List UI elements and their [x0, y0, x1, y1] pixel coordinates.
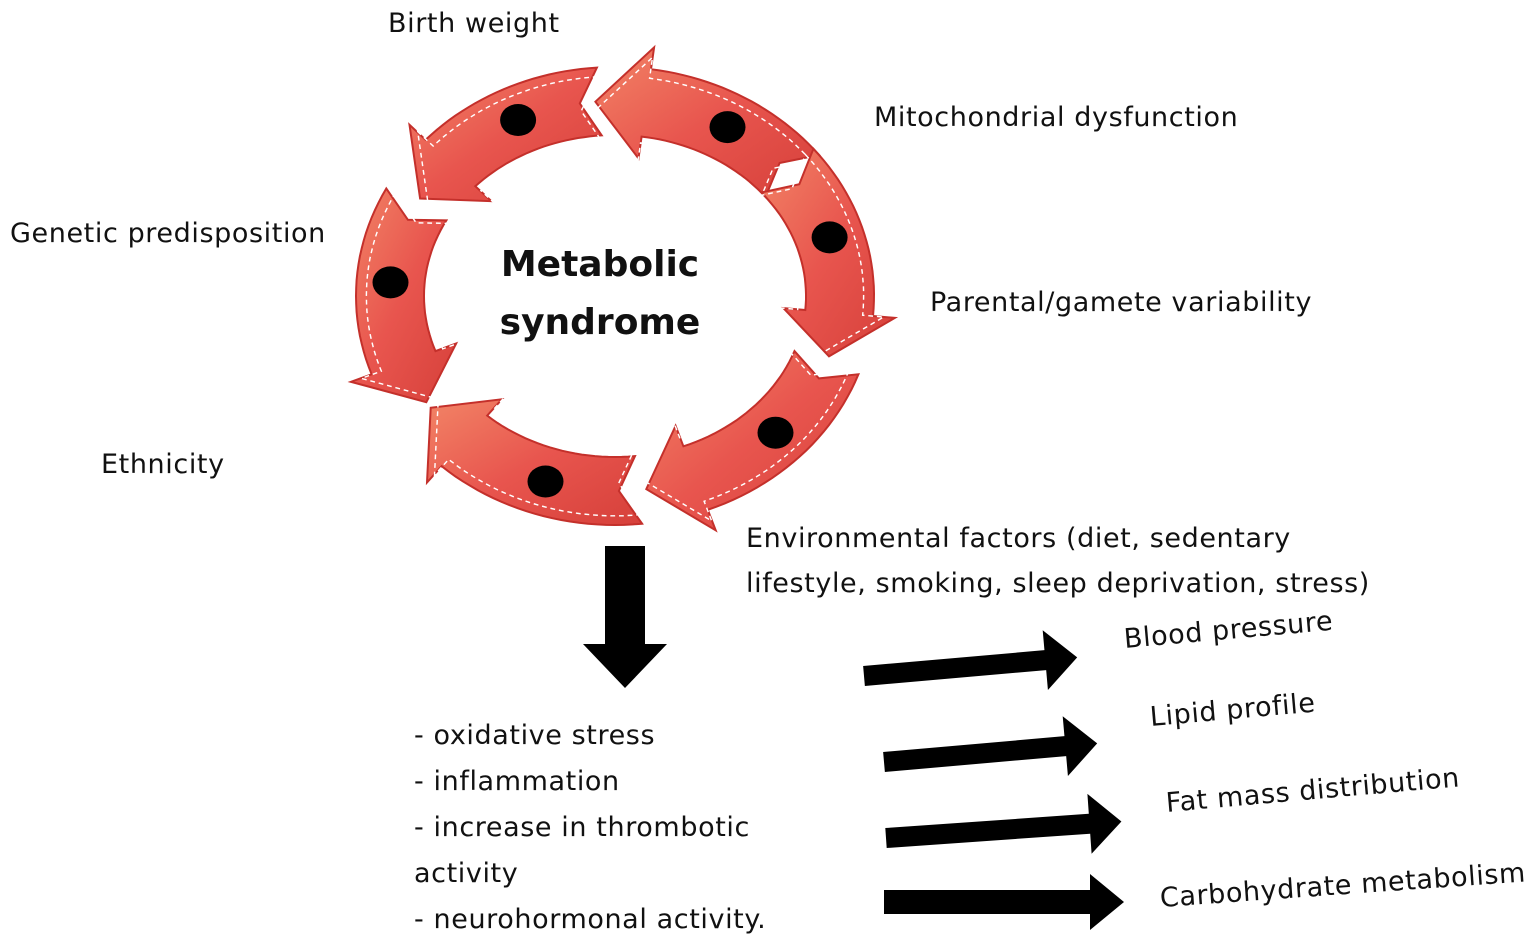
- cycle-arrow-environmental: [645, 349, 860, 533]
- label-parental: Parental/gamete variability: [930, 287, 1313, 318]
- consequence-item: - increase in thrombotic: [414, 812, 750, 843]
- outcome-arrow-3: [885, 793, 1122, 854]
- cycle-arrow-mitochondrial-stitch: [595, 55, 813, 203]
- label-environmental-line-2: lifestyle, smoking, sleep deprivation, s…: [746, 568, 1370, 599]
- label-birth-weight: Birth weight: [388, 8, 560, 39]
- cycle-arrow-birth-weight-stitch: [416, 75, 604, 206]
- consequence-item: activity: [414, 858, 519, 889]
- cycle-dots: [372, 104, 848, 498]
- cycle-arrow-environmental-stitch: [644, 347, 850, 523]
- cycle-arrow-parental-stitch: [754, 153, 887, 355]
- cycle-arrow-birth-weight: [408, 66, 604, 203]
- outcome-arrow-1: [863, 630, 1078, 691]
- consequences-list: - oxidative stress - inflammation - incr…: [414, 713, 766, 943]
- center-title-line-1: Metabolic: [500, 244, 700, 285]
- cycle-arrow-ethnicity-stitch: [433, 394, 643, 517]
- label-mitochondrial: Mitochondrial dysfunction: [874, 102, 1239, 133]
- consequence-item: - oxidative stress: [414, 720, 656, 751]
- cycle-dot: [372, 266, 409, 299]
- label-ethnicity: Ethnicity: [101, 449, 225, 480]
- consequence-item: - inflammation: [414, 766, 620, 797]
- label-genetic: Genetic predisposition: [10, 218, 326, 249]
- cycle-dot: [709, 111, 746, 144]
- outcome-arrow-4: [884, 874, 1124, 930]
- cycle-dot: [527, 465, 564, 498]
- cycle-dot: [811, 221, 848, 254]
- label-environmental: Environmental factors (diet, sedentary l…: [746, 516, 1370, 606]
- center-title: Metabolic syndrome: [470, 236, 730, 352]
- down-arrow: [583, 546, 667, 688]
- cycle-dot: [757, 416, 794, 449]
- cycle-arrow-genetic: [347, 186, 459, 404]
- cycle-arrow-ethnicity: [425, 397, 644, 527]
- cycle-arrow-mitochondrial: [594, 44, 822, 199]
- consequence-item: - neurohormonal activity.: [414, 904, 767, 935]
- label-environmental-line-1: Environmental factors (diet, sedentary: [746, 523, 1291, 554]
- center-title-line-2: syndrome: [499, 302, 701, 343]
- cycle-dot: [500, 104, 537, 136]
- outcome-arrow-2: [883, 716, 1098, 777]
- cycle-arrow-genetic-stitch: [359, 191, 465, 399]
